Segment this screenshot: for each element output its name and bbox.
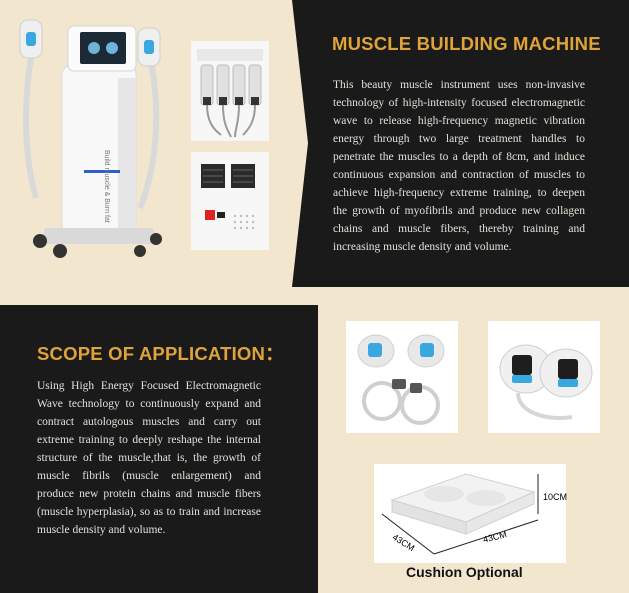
top-heading: MUSCLE BUILDING MACHINE [332, 33, 601, 54]
top-section: Build muscle & Burn fat [0, 0, 629, 287]
cushion-image [374, 464, 566, 563]
bottom-text-panel: SCOPE OF APPLICATION： Using High Energy … [0, 305, 318, 593]
machine-illustration [19, 19, 162, 258]
cushion-caption: Cushion Optional [406, 564, 523, 580]
top-paragraph: This beauty muscle instrument uses non-i… [333, 79, 585, 253]
section-divider [0, 287, 629, 305]
cushion-dim-height: 10CM [543, 492, 568, 502]
handles-closeup-image [191, 41, 269, 141]
rear-panel-closeup-image [191, 152, 269, 250]
cabled-handles-image [346, 321, 458, 433]
bottom-paragraph: Using High Energy Focused Electromagneti… [37, 380, 261, 536]
device-vertical-label: Build muscle & Burn fat [103, 150, 110, 223]
panel-notch [292, 0, 322, 287]
bottom-heading: SCOPE OF APPLICATION： [37, 343, 284, 364]
panel-notch-right [300, 305, 318, 593]
handles-pair-image [488, 321, 600, 433]
bottom-section: SCOPE OF APPLICATION： Using High Energy … [0, 305, 629, 593]
top-text-panel: MUSCLE BUILDING MACHINE This beauty musc… [292, 0, 629, 287]
